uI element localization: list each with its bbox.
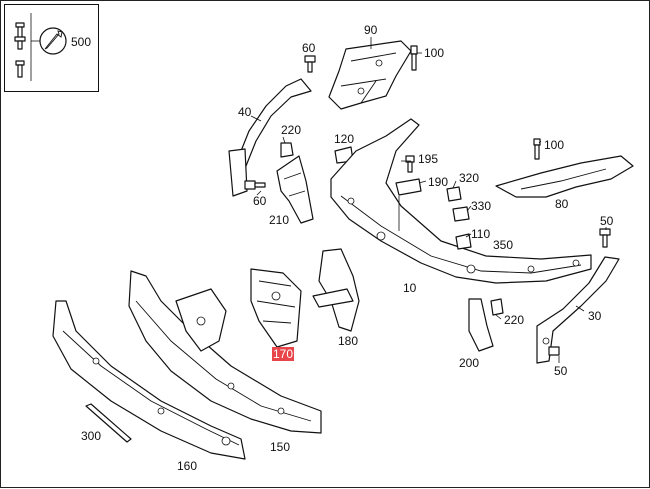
bolt-50-bottom bbox=[548, 346, 560, 356]
part-220-clip bbox=[280, 142, 294, 158]
label-110[interactable]: 110 bbox=[471, 227, 491, 241]
part-150-beam bbox=[128, 270, 322, 434]
label-160[interactable]: 160 bbox=[177, 459, 198, 473]
label-50-bottom[interactable]: 50 bbox=[554, 364, 568, 378]
bolt-100-right bbox=[533, 138, 541, 160]
bolt-50-right bbox=[599, 228, 611, 248]
part-30-strut bbox=[536, 256, 620, 364]
part-190-clip bbox=[395, 178, 422, 196]
part-200-bracket bbox=[468, 298, 494, 352]
label-100-right[interactable]: 100 bbox=[544, 138, 565, 152]
label-300[interactable]: 300 bbox=[81, 429, 102, 443]
label-320[interactable]: 320 bbox=[459, 171, 480, 185]
leader-lines bbox=[250, 37, 607, 363]
label-195[interactable]: 195 bbox=[418, 152, 439, 166]
label-170-highlighted[interactable]: 170 bbox=[272, 347, 295, 361]
label-150[interactable]: 150 bbox=[270, 440, 291, 454]
bolt-195 bbox=[405, 155, 415, 173]
part-40-strut bbox=[228, 78, 312, 197]
part-330-clip bbox=[452, 206, 470, 222]
label-220-right[interactable]: 220 bbox=[504, 313, 525, 327]
bolt-60-top bbox=[304, 55, 316, 73]
part-210-bracket bbox=[276, 155, 314, 224]
label-100-top[interactable]: 100 bbox=[424, 46, 445, 60]
inset-bolts bbox=[14, 13, 41, 81]
bolt-100-top bbox=[410, 45, 418, 71]
part-300-strip bbox=[85, 403, 132, 443]
label-60-left[interactable]: 60 bbox=[253, 194, 267, 208]
label-210[interactable]: 210 bbox=[269, 213, 290, 227]
part-170-bracket bbox=[250, 268, 302, 348]
label-190[interactable]: 190 bbox=[428, 175, 449, 189]
label-120[interactable]: 120 bbox=[334, 132, 355, 146]
label-40[interactable]: 40 bbox=[238, 105, 252, 119]
part-110-clip bbox=[455, 233, 472, 250]
label-330[interactable]: 330 bbox=[471, 199, 492, 213]
part-320-clip bbox=[446, 186, 462, 202]
label-220-top[interactable]: 220 bbox=[281, 123, 302, 137]
part-220-right-clip bbox=[490, 298, 504, 316]
label-60-top[interactable]: 60 bbox=[302, 41, 316, 55]
wrench-icon bbox=[39, 27, 67, 55]
label-50-right[interactable]: 50 bbox=[600, 214, 614, 228]
part-180-bracket bbox=[312, 248, 360, 332]
bolt-60-left bbox=[244, 180, 266, 190]
part-160-beam bbox=[52, 300, 246, 460]
part-90-bracket bbox=[328, 40, 412, 110]
inset-label-500: 500 bbox=[71, 35, 92, 49]
label-80[interactable]: 80 bbox=[555, 197, 569, 211]
label-90[interactable]: 90 bbox=[364, 23, 378, 37]
label-350[interactable]: 350 bbox=[493, 238, 514, 252]
label-30[interactable]: 30 bbox=[588, 309, 602, 323]
part-80-panel bbox=[495, 155, 634, 198]
label-10[interactable]: 10 bbox=[403, 281, 417, 295]
label-200[interactable]: 200 bbox=[459, 356, 480, 370]
label-180[interactable]: 180 bbox=[338, 334, 359, 348]
part-10-crossmember bbox=[330, 118, 592, 284]
